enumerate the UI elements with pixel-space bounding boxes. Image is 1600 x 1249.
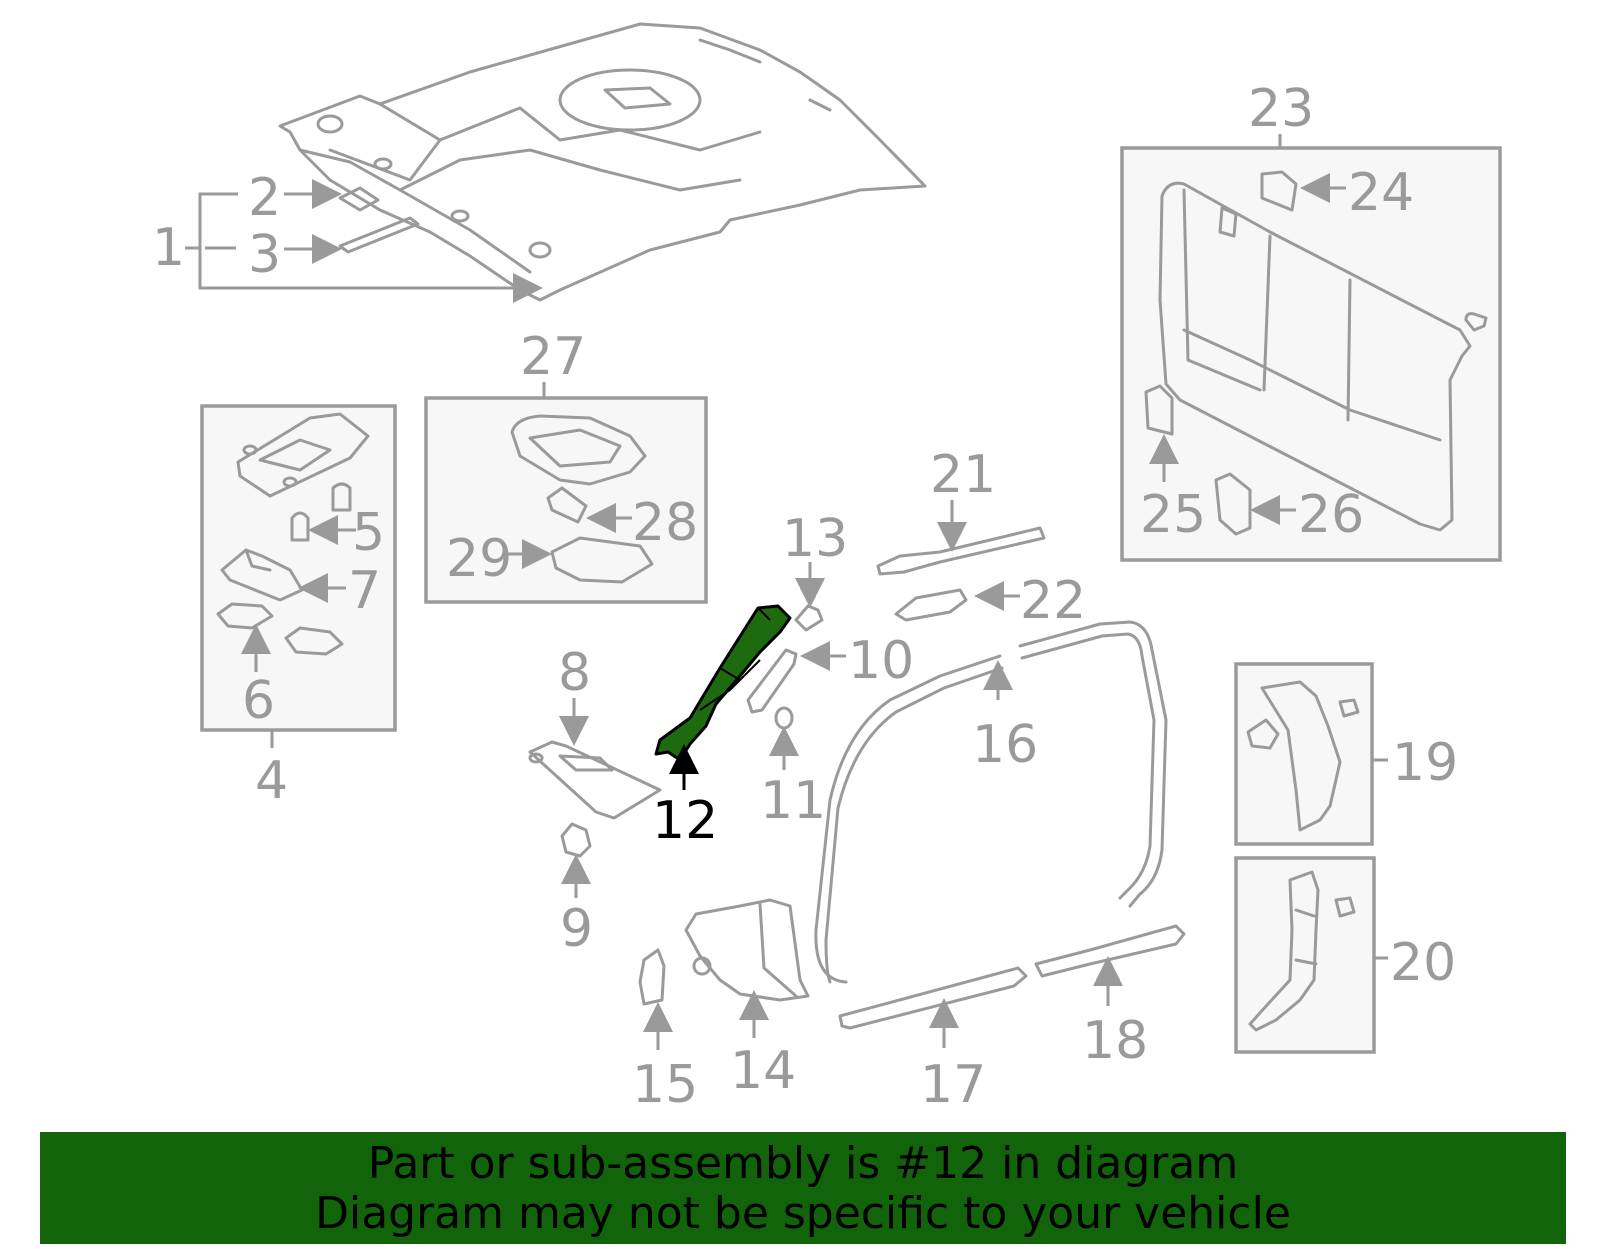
lens-part-6[interactable] [216,602,274,630]
pillar-trim-part-12[interactable] [654,604,792,762]
lens-part-29[interactable] [550,536,654,584]
callout-20: 20 [1390,933,1456,993]
bracket-part-22[interactable] [894,588,968,622]
part-3[interactable] [338,216,420,254]
banner-line-2: Diagram may not be specific to your vehi… [315,1188,1291,1239]
callout-13: 13 [782,509,848,569]
callout-4: 4 [255,751,288,811]
lamp-housing-part-7[interactable] [220,548,304,602]
callout-6: 6 [242,671,275,731]
callout-28: 28 [632,493,698,553]
callout-24: 24 [1348,163,1414,223]
callout-7: 7 [348,561,381,621]
sill-plate-part-18[interactable] [1034,924,1186,978]
sun-visor-part-8[interactable] [528,740,662,820]
callout-11: 11 [760,771,826,831]
scuff-part-21[interactable] [876,526,1046,576]
callout-26: 26 [1298,485,1364,545]
clip-part-24[interactable] [1260,170,1298,212]
part-2[interactable] [338,186,380,212]
bulb-part-5a[interactable] [331,482,352,512]
kick-panel-part-14[interactable] [684,898,810,1002]
grommet-part-11[interactable] [774,706,794,730]
callout-25: 25 [1140,485,1206,545]
bracket-part-15[interactable] [638,948,666,1006]
box-20 [1234,856,1376,1054]
callout-8: 8 [558,643,591,703]
weatherstrip-part-16[interactable] [814,620,1168,984]
clip-part-13[interactable] [794,604,824,632]
callout-23: 23 [1248,79,1314,139]
callout-9: 9 [560,899,593,959]
callout-19: 19 [1392,733,1458,793]
callout-14: 14 [730,1041,796,1101]
box-4 [200,404,397,732]
callout-29: 29 [446,529,512,589]
callout-17: 17 [920,1055,986,1115]
callout-12: 12 [652,791,718,851]
dome-lamp-part-4[interactable] [236,412,370,498]
sill-plate-part-17[interactable] [838,966,1028,1030]
callout-27: 27 [520,327,586,387]
back-panel-part-23[interactable] [1158,181,1472,532]
visor-clip-part-9[interactable] [560,822,592,858]
bulb-part-5[interactable] [290,511,310,542]
bracket-part-26[interactable] [1214,472,1252,536]
pillar-trim-part-20[interactable] [1248,870,1356,1032]
bulb-part-28[interactable] [546,486,588,524]
callout-22: 22 [1020,571,1086,631]
callout-2: 2 [248,168,281,228]
callout-1-bracket [198,192,536,290]
strap-part-10[interactable] [746,648,798,714]
pillar-trim-part-19[interactable] [1246,680,1360,832]
box-19 [1234,662,1374,846]
headliner-part-1[interactable] [278,22,927,302]
clip-part-23b[interactable] [1464,312,1488,332]
console-part-27[interactable] [510,414,647,486]
info-banner: Part or sub-assembly is #12 in diagram D… [40,1132,1566,1244]
banner-line-1: Part or sub-assembly is #12 in diagram [367,1138,1239,1189]
lens-part-6b[interactable] [284,626,344,656]
callout-1: 1 [152,218,185,278]
callout-18: 18 [1082,1011,1148,1071]
callout-5: 5 [352,503,385,563]
clip-part-25[interactable] [1144,384,1174,436]
callout-15: 15 [632,1055,698,1115]
callout-16: 16 [972,715,1038,775]
callout-21: 21 [930,445,996,505]
callout-10: 10 [848,631,914,691]
callout-3: 3 [248,225,281,285]
